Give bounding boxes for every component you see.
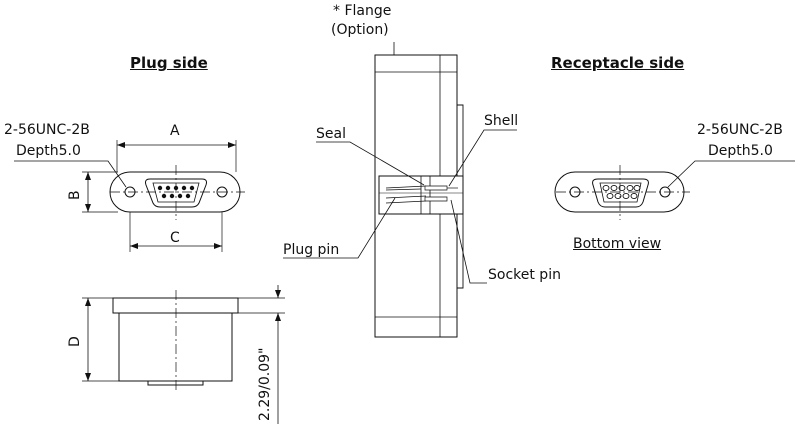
receptacle-sockets <box>603 185 640 198</box>
receptacle-side-title: Receptacle side <box>551 54 685 72</box>
plug-pin-label: Plug pin <box>283 242 340 258</box>
socket-pin-label: Socket pin <box>488 267 561 283</box>
plug-side-flange <box>113 298 238 313</box>
bottom-view-label: Bottom view <box>573 236 662 252</box>
shell-label: Shell <box>484 113 519 129</box>
plug-thread-spec: 2-56UNC-2B <box>4 122 90 138</box>
plug-pins <box>157 185 195 199</box>
receptacle-front-view <box>555 161 795 220</box>
plug-side-view <box>82 285 285 424</box>
plug-dim-b: B <box>67 190 83 200</box>
seal-label: Seal <box>316 126 346 142</box>
receptacle-thread-spec: 2-56UNC-2B <box>697 122 783 138</box>
flange-label-line2: (Option) <box>331 22 389 38</box>
flange-label-line1: * Flange <box>333 3 392 19</box>
plug-dim-d: D <box>67 336 83 347</box>
plug-dim-c: C <box>170 230 180 246</box>
plug-front-view <box>14 140 245 252</box>
plug-dim-a: A <box>170 123 180 139</box>
plug-thread-depth: Depth5.0 <box>16 143 81 159</box>
receptacle-thread-depth: Depth5.0 <box>708 143 773 159</box>
plug-side-body <box>119 313 232 381</box>
cross-section <box>283 42 517 337</box>
plug-side-title: Plug side <box>130 54 208 72</box>
plug-dim-thickness: 2.29/0.09" <box>257 347 273 422</box>
plug-side-base <box>148 381 203 385</box>
